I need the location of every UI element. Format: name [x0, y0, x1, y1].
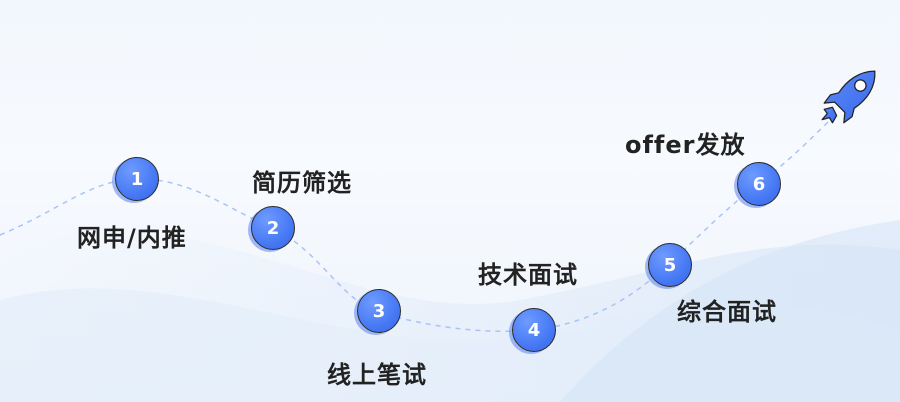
- dashed-path: [0, 117, 833, 333]
- step-label: 简历筛选: [252, 169, 352, 197]
- step-1: 1: [115, 157, 159, 201]
- rocket-icon: [821, 70, 876, 124]
- step-number: 1: [115, 157, 159, 201]
- step-number: 6: [737, 162, 781, 206]
- step-5: 5: [648, 243, 692, 287]
- step-label: offer发放: [625, 131, 746, 159]
- step-4: 4: [512, 308, 556, 352]
- step-label: 技术面试: [478, 261, 578, 289]
- step-number: 2: [251, 206, 295, 250]
- step-label: 线上笔试: [327, 361, 427, 389]
- step-2: 2: [251, 206, 295, 250]
- step-number: 5: [648, 243, 692, 287]
- step-6: 6: [737, 162, 781, 206]
- step-number: 3: [357, 289, 401, 333]
- step-label: 网申/内推: [77, 224, 187, 252]
- step-label: 综合面试: [677, 298, 777, 326]
- step-3: 3: [357, 289, 401, 333]
- step-number: 4: [512, 308, 556, 352]
